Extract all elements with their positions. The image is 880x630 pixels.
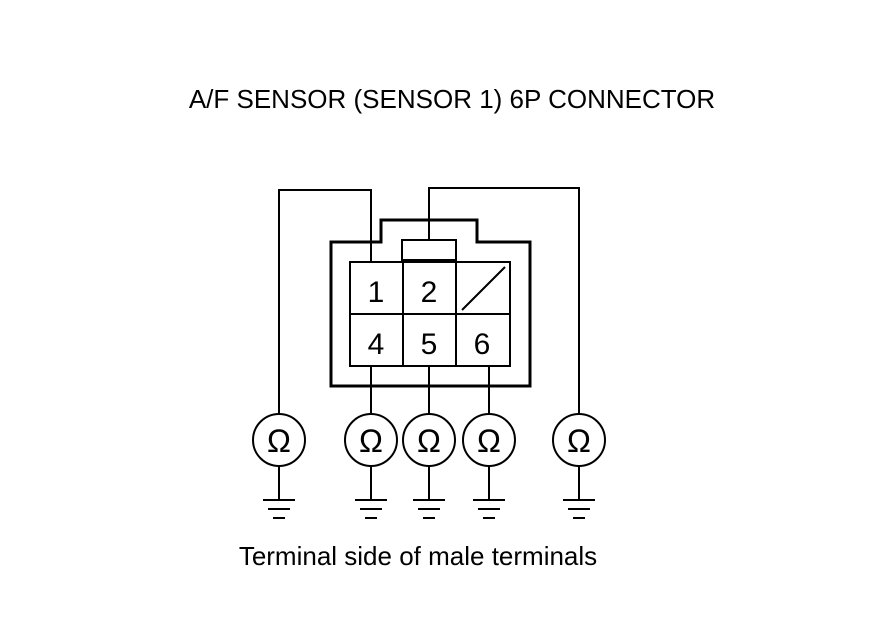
ohm-symbol: Ω xyxy=(267,423,291,459)
ohm-symbol: Ω xyxy=(477,423,501,459)
pin-6: 6 xyxy=(474,328,491,361)
ohmmeter-5: Ω xyxy=(402,413,456,519)
wire-pin-1 xyxy=(278,189,372,414)
ground-icon xyxy=(413,466,445,519)
pin-2: 2 xyxy=(421,276,438,309)
ohm-symbol: Ω xyxy=(567,423,591,459)
ground-icon xyxy=(473,466,505,519)
wiring xyxy=(278,187,580,414)
wire-pin-2 xyxy=(428,187,580,414)
ground-icon xyxy=(263,466,295,519)
ohm-symbol: Ω xyxy=(359,423,383,459)
ohm-symbol: Ω xyxy=(417,423,441,459)
pin-4: 4 xyxy=(368,328,385,361)
connector-lock-tab xyxy=(401,239,457,261)
diagram-title: A/F SENSOR (SENSOR 1) 6P CONNECTOR xyxy=(189,84,715,114)
unused-cavity-icon xyxy=(461,266,506,311)
pin-5: 5 xyxy=(421,328,438,361)
pin-grid: 1 2 4 5 6 xyxy=(349,261,511,367)
ohmmeter-4: Ω xyxy=(344,413,398,519)
ground-icon xyxy=(355,466,387,519)
ohmmeter-2: Ω xyxy=(552,413,606,519)
pin-1: 1 xyxy=(368,276,385,309)
ground-icon xyxy=(563,466,595,519)
ohmmeter-1: Ω xyxy=(252,413,306,519)
diagram-caption: Terminal side of male terminals xyxy=(239,541,597,571)
ohmmeter-6: Ω xyxy=(462,413,516,519)
